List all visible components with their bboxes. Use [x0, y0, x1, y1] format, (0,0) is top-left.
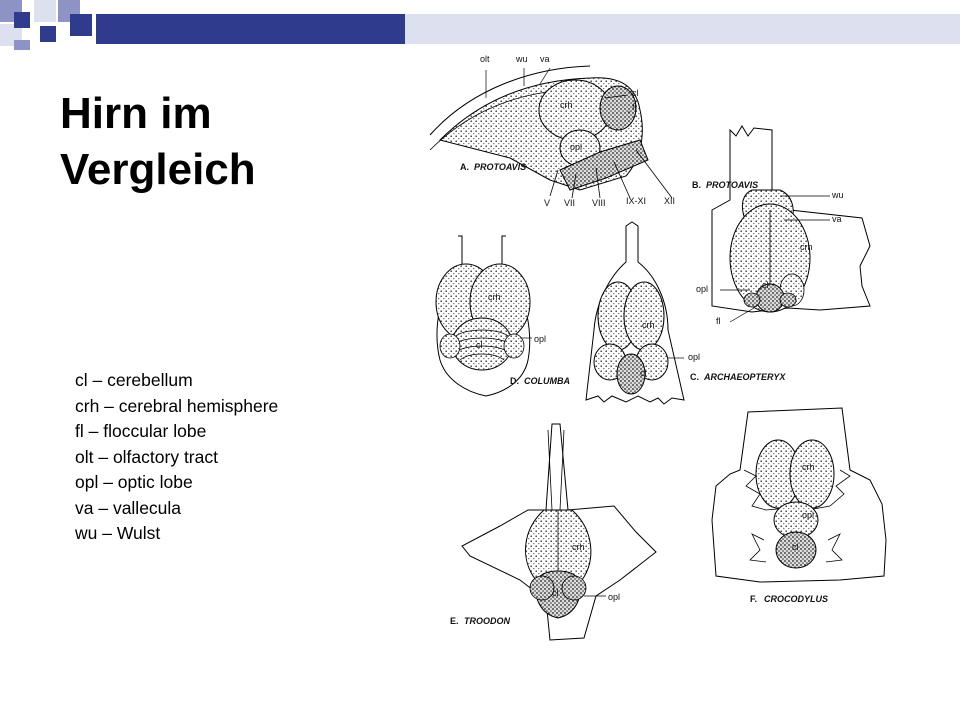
title-line-2: Vergleich [60, 145, 256, 194]
label-c-opl: opl [688, 352, 700, 362]
decor-square-5 [14, 12, 30, 28]
caption-d-letter: D. [510, 376, 519, 386]
legend-item: crh – cerebral hemisphere [75, 395, 279, 416]
label-a-xii: XII [664, 196, 675, 206]
label-a-olt: olt [480, 54, 490, 64]
caption-c-letter: C. [690, 372, 699, 382]
caption-d-name: COLUMBA [524, 376, 570, 386]
label-f-crh: crh [802, 462, 815, 472]
label-d-cl: cl [476, 340, 483, 350]
label-a-va: va [540, 54, 550, 64]
caption-b-letter: B. [692, 180, 701, 190]
caption-a-name: PROTOAVIS [474, 162, 526, 172]
label-a-fl: fl [632, 102, 637, 112]
panel-c-archaeopteryx: crh opl cl C. ARCHAEOPTERYX [585, 221, 786, 405]
legend-item: wu – Wulst [75, 523, 161, 543]
caption-a-letter: A. [460, 162, 469, 172]
label-b-fl: fl [716, 316, 721, 326]
label-c-cl: cl [640, 368, 647, 378]
label-f-opl: opl [802, 510, 814, 520]
label-a-crh: crh [560, 100, 573, 110]
caption-e-name: TROODON [464, 616, 510, 626]
legend-item: va – vallecula [75, 497, 182, 518]
panel-a-protoavis-lateral: olt wu va crh cl fl opl V VII VIII IX-XI… [429, 54, 675, 208]
title-line-1: Hirn im [60, 89, 212, 138]
label-b-crh: crh [800, 242, 813, 252]
abbreviation-legend: cl – cerebellum crh – cerebral hemispher… [75, 368, 278, 547]
decor-square-6 [40, 26, 56, 42]
caption-b-name: PROTOAVIS [706, 180, 758, 190]
label-d-opl: opl [534, 334, 546, 344]
label-b-opl: opl [696, 284, 708, 294]
label-a-viii: VIII [592, 198, 606, 208]
label-e-crh: crh [572, 542, 585, 552]
slide-title: Hirn im Vergleich [60, 86, 390, 198]
label-e-opl: opl [608, 592, 620, 602]
legend-item: fl – floccular lobe [75, 421, 207, 441]
label-e-cl: cl [552, 588, 559, 598]
label-a-vii: VII [564, 198, 575, 208]
label-a-ix-xi: IX-XI [626, 196, 646, 206]
caption-e-letter: E. [450, 616, 459, 626]
decor-square-2 [34, 0, 56, 22]
label-d-crh: crh [488, 292, 501, 302]
caption-f-name: CROCODYLUS [764, 594, 828, 604]
decor-square-7 [70, 14, 92, 36]
label-b-wu: wu [831, 190, 844, 200]
label-a-opl: opl [570, 142, 582, 152]
panel-f-crocodylus: crh opl cl F. CROCODYLUS [711, 407, 887, 604]
label-f-cl: cl [792, 542, 799, 552]
label-a-v: V [544, 198, 550, 208]
label-a-wu: wu [515, 54, 528, 64]
label-c-crh: crh [642, 320, 655, 330]
brain-comparison-figure: olt wu va crh cl fl opl V VII VIII IX-XI… [429, 54, 887, 641]
legend-item: olt – olfactory tract [75, 446, 218, 467]
panel-e-troodon: crh cl opl E. TROODON [450, 423, 657, 641]
header-bar-light [405, 14, 960, 44]
caption-c-name: ARCHAEOPTERYX [703, 372, 786, 382]
panel-b-protoavis-dorsal: wu va crh opl cl fl B. PROTOAVIS [692, 125, 871, 326]
decor-square-8 [14, 40, 30, 50]
label-b-cl: cl [762, 280, 769, 290]
label-a-cl: cl [632, 88, 639, 98]
label-b-va: va [832, 214, 842, 224]
legend-item: opl – optic lobe [75, 472, 193, 492]
caption-f-letter: F. [750, 594, 757, 604]
panel-d-columba: crh opl cl D. COLUMBA [435, 235, 570, 397]
legend-item: cl – cerebellum [75, 370, 193, 390]
